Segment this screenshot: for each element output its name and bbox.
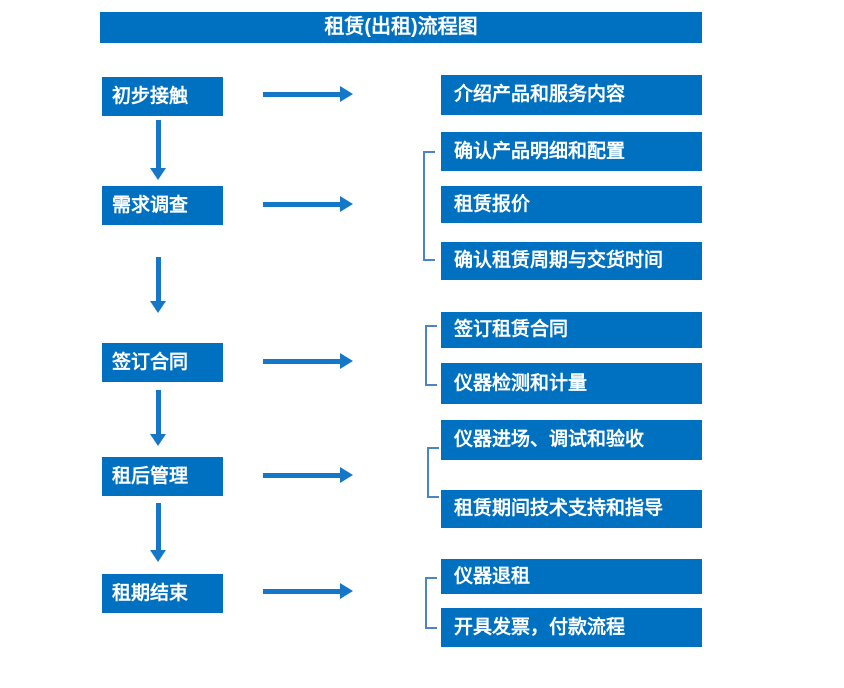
group-bracket	[425, 577, 437, 629]
stage-box-post-rental-management: 租后管理	[102, 457, 223, 496]
group-bracket	[427, 447, 439, 498]
flowchart-title: 租赁(出租)流程图	[100, 12, 702, 43]
group-bracket	[423, 151, 435, 261]
down-arrow-icon	[150, 257, 166, 313]
output-box-instrument-setup: 仪器进场、调试和验收	[441, 420, 702, 460]
output-box-instrument-testing: 仪器检测和计量	[441, 363, 702, 404]
down-arrow-icon	[150, 503, 166, 562]
right-arrow-icon	[263, 196, 353, 212]
right-arrow-icon	[263, 353, 353, 369]
output-box-introduce-products: 介绍产品和服务内容	[441, 75, 702, 115]
output-box-sign-rental-contract: 签订租赁合同	[441, 312, 702, 348]
stage-box-rental-end: 租期结束	[102, 574, 223, 613]
down-arrow-icon	[150, 120, 166, 180]
stage-box-sign-contract: 签订合同	[102, 343, 223, 382]
right-arrow-icon	[263, 86, 353, 102]
output-box-rental-quote: 租赁报价	[441, 186, 702, 223]
output-box-confirm-period-delivery: 确认租赁周期与交货时间	[441, 242, 702, 280]
group-bracket	[425, 325, 437, 386]
down-arrow-icon	[150, 390, 166, 446]
output-box-instrument-return: 仪器退租	[441, 559, 702, 594]
output-box-invoice-payment: 开具发票，付款流程	[441, 608, 702, 647]
right-arrow-icon	[263, 467, 353, 483]
stage-box-initial-contact: 初步接触	[102, 77, 223, 116]
right-arrow-icon	[263, 583, 353, 599]
output-box-tech-support: 租赁期间技术支持和指导	[441, 490, 702, 528]
output-box-confirm-details: 确认产品明细和配置	[441, 132, 702, 171]
stage-box-demand-survey: 需求调查	[102, 186, 223, 225]
